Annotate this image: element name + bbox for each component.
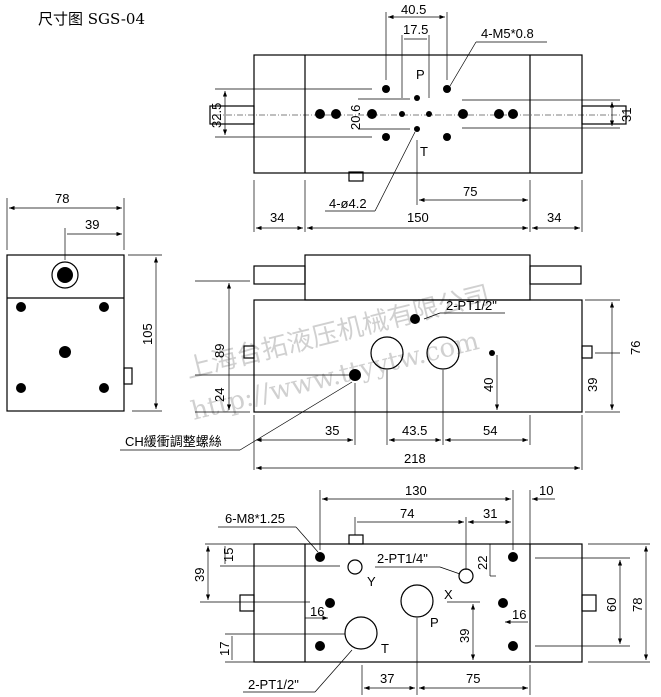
label-2-pt1-4: 2-PT1/4"	[377, 551, 428, 566]
dim-105: 105	[140, 323, 155, 345]
dim-17-5: 17.5	[403, 22, 428, 37]
port-x: X	[444, 587, 453, 602]
dim-16-right: 16	[512, 607, 526, 622]
dim-60: 60	[604, 598, 619, 612]
dim-76: 76	[628, 341, 643, 355]
label-2-pt1-2: 2-PT1/2"	[446, 298, 497, 313]
dim-15: 15	[221, 548, 236, 562]
label-m5: 4-M5*0.8	[481, 26, 534, 41]
dim-39-left: 39	[192, 568, 207, 582]
dim-150: 150	[407, 210, 429, 225]
dim-78: 78	[55, 191, 69, 206]
dim-34-left: 34	[270, 210, 284, 225]
label-6-m8: 6-M8*1.25	[225, 511, 285, 526]
port-t: T	[381, 641, 389, 656]
dim-218: 218	[404, 451, 426, 466]
port-t: T	[420, 144, 428, 159]
dim-32-5: 32.5	[209, 103, 224, 128]
dim-34-right: 34	[547, 210, 561, 225]
dim-54: 54	[483, 423, 497, 438]
port-y: Y	[367, 574, 376, 589]
dim-31: 31	[483, 506, 497, 521]
dim-75: 75	[463, 184, 477, 199]
dim-43-5: 43.5	[402, 423, 427, 438]
dim-40-5: 40.5	[401, 2, 426, 17]
dim-40: 40	[481, 378, 496, 392]
bottom-view: 130 10 6-M8*1.25 74 31 15 39 2-PT1/4" 22…	[192, 483, 650, 695]
top-view: 40.5 17.5 4-M5*0.8 P T 20.6 32.5 31 75 4…	[209, 2, 634, 232]
port-p: P	[430, 615, 439, 630]
dim-16-left: 16	[310, 604, 324, 619]
dim-89: 89	[212, 344, 227, 358]
dim-74: 74	[400, 506, 414, 521]
dim-39: 39	[85, 217, 99, 232]
port-p: P	[416, 67, 425, 82]
drawing-title: 尺寸图 SGS-04	[38, 10, 145, 28]
label-4-phi-4-2: 4-ø4.2	[329, 196, 367, 211]
front-view: 2-PT1/2" 89 24 40 76 39 35 43.5 54 218 C…	[120, 254, 643, 471]
label-ch-adjust-screw: CH緩衝調整螺絲	[125, 434, 222, 449]
dim-39-right: 39	[457, 629, 472, 643]
side-view: 78 39 105	[6, 191, 162, 412]
dim-35: 35	[325, 423, 339, 438]
dim-22: 22	[475, 556, 490, 570]
dim-37: 37	[380, 671, 394, 686]
dim-24: 24	[212, 388, 227, 402]
dim-10: 10	[539, 483, 553, 498]
dim-130: 130	[405, 483, 427, 498]
dim-17: 17	[217, 642, 232, 656]
label-2-pt1-2: 2-PT1/2"	[248, 677, 299, 692]
dim-78: 78	[630, 598, 645, 612]
dim-20-6: 20.6	[348, 105, 363, 130]
dim-39: 39	[585, 378, 600, 392]
dim-31: 31	[619, 108, 634, 122]
dim-75: 75	[466, 671, 480, 686]
